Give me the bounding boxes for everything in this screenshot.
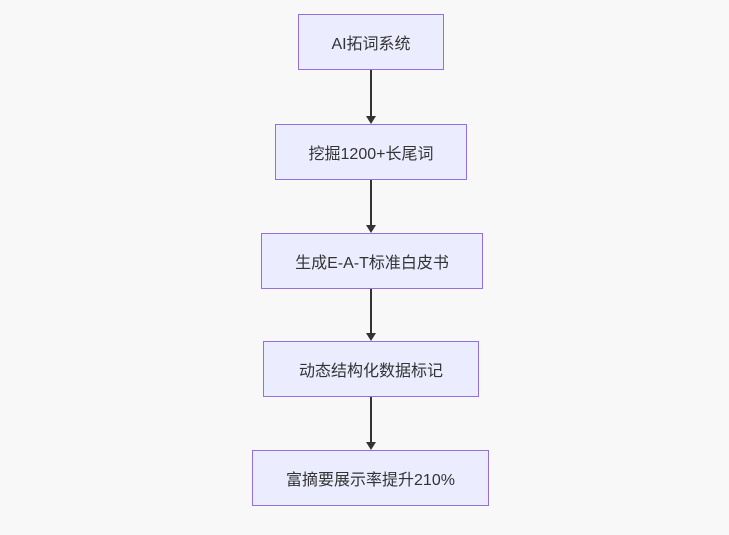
arrow-head-icon [366,116,376,124]
flowchart-node-ai-system: AI拓词系统 [298,14,444,70]
node-label: 生成E-A-T标准白皮书 [295,255,449,272]
arrow-connector [365,180,377,233]
arrow-connector [365,70,377,124]
flowchart-node-eat-whitepaper: 生成E-A-T标准白皮书 [261,233,483,289]
arrow-line [370,289,372,334]
arrow-line [370,180,372,226]
flowchart-node-rich-snippet-result: 富摘要展示率提升210% [252,450,489,506]
node-label: 动态结构化数据标记 [298,363,443,380]
arrow-line [370,397,372,443]
node-label: 挖掘1200+长尾词 [308,146,434,163]
flowchart-node-longtail-words: 挖掘1200+长尾词 [275,124,467,180]
node-label: 富摘要展示率提升210% [286,472,455,489]
arrow-connector [365,289,377,341]
flowchart-node-structured-data: 动态结构化数据标记 [263,341,479,397]
node-label: AI拓词系统 [331,36,411,53]
arrow-line [370,70,372,117]
arrow-head-icon [366,442,376,450]
arrow-connector [365,397,377,450]
arrow-head-icon [366,333,376,341]
arrow-head-icon [366,225,376,233]
